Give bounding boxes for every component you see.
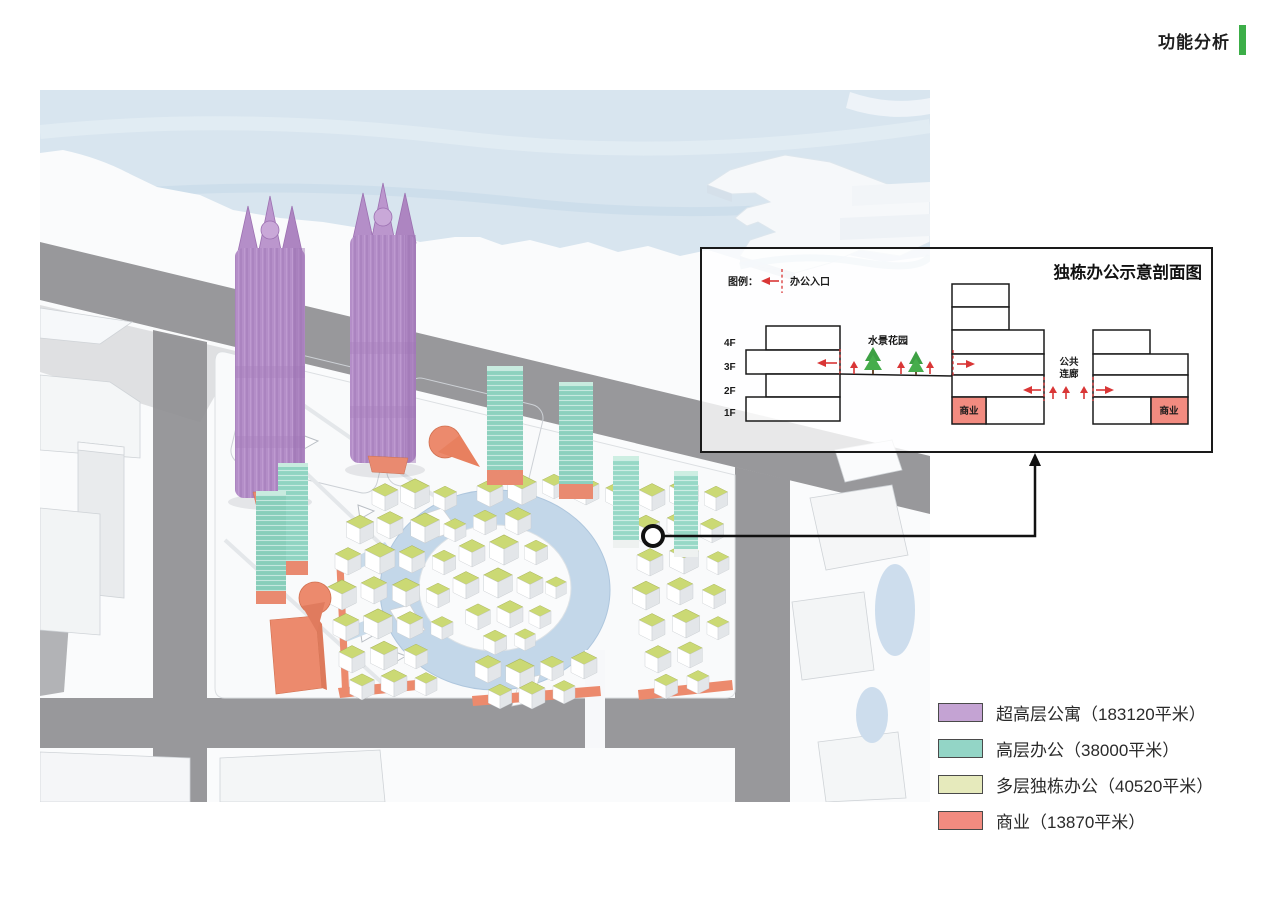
legend-swatch-detached-office — [938, 775, 983, 794]
apartment-tower-2 — [345, 182, 425, 478]
public-corridor: 公共 连廊 — [1023, 356, 1114, 401]
corridor-label-1: 公共 — [1059, 356, 1079, 368]
header: 功能分析 — [1158, 25, 1246, 55]
corridor-label-2: 连廊 — [1059, 368, 1079, 380]
legend-swatch-office-tower — [938, 739, 983, 758]
office-tower-pair-left — [256, 463, 308, 604]
commercial-buildings — [269, 425, 480, 695]
legend-row-office-tower: 高层办公（38000平米） — [938, 736, 1213, 761]
commercial-label-left: 商业 — [959, 405, 979, 417]
section-building-left — [745, 325, 841, 422]
section-title: 独栋办公示意剖面图 — [1054, 262, 1203, 282]
legend-swatch-apartment — [938, 703, 983, 722]
section-building-right: 商业 — [1092, 329, 1189, 425]
water-garden: 水景花园 — [839, 334, 953, 377]
floor-label-1f: 1F — [724, 408, 736, 419]
legend-label-commercial: 商业（13870平米） — [996, 813, 1146, 832]
pedestrian-arrows — [1049, 386, 1088, 399]
water-garden-label: 水景花园 — [867, 334, 908, 347]
section-drawing: 独栋办公示意剖面图 图例： 办公入口 4F 3F 2F 1F — [724, 262, 1203, 425]
legend-row-detached-office: 多层独栋办公（40520平米） — [938, 772, 1213, 797]
floor-label-2f: 2F — [724, 386, 736, 397]
entrance-label: 办公入口 — [790, 275, 830, 288]
legend-prefix-label: 图例： — [728, 275, 758, 288]
callout-arrowhead-icon — [1029, 453, 1041, 466]
legend-swatch-commercial — [938, 811, 983, 830]
legend-row-apartment: 超高层公寓（183120平米） — [938, 700, 1213, 725]
section-inset: 独栋办公示意剖面图 图例： 办公入口 4F 3F 2F 1F — [700, 247, 1213, 453]
shore-terraces — [840, 182, 930, 240]
legend: 超高层公寓（183120平米） 高层办公（38000平米） 多层独栋办公（405… — [938, 700, 1213, 833]
commercial-cell-right — [1150, 396, 1189, 425]
legend-label-apartment: 超高层公寓（183120平米） — [996, 705, 1206, 724]
page-title: 功能分析 — [1158, 32, 1230, 52]
commercial-label-right: 商业 — [1159, 405, 1179, 417]
floor-label-4f: 4F — [724, 338, 736, 349]
floor-axis: 4F 3F 2F 1F — [724, 338, 736, 419]
commercial-cell-left — [951, 396, 987, 425]
office-tower-pair-mid — [487, 366, 593, 499]
legend-label-office-tower: 高层办公（38000平米） — [996, 741, 1180, 760]
floor-label-3f: 3F — [724, 362, 736, 373]
entrance-legend: 图例： 办公入口 — [728, 269, 830, 293]
pedestrian-arrows — [850, 361, 934, 374]
legend-label-detached-office: 多层独栋办公（40520平米） — [996, 777, 1214, 796]
apartment-tower-1 — [228, 195, 312, 510]
accent-bar — [1239, 25, 1246, 55]
tree-icon — [908, 351, 924, 375]
section-building-middle: 商业 — [951, 283, 1045, 425]
tree-icon — [864, 347, 882, 374]
legend-row-commercial: 商业（13870平米） — [938, 808, 1213, 833]
